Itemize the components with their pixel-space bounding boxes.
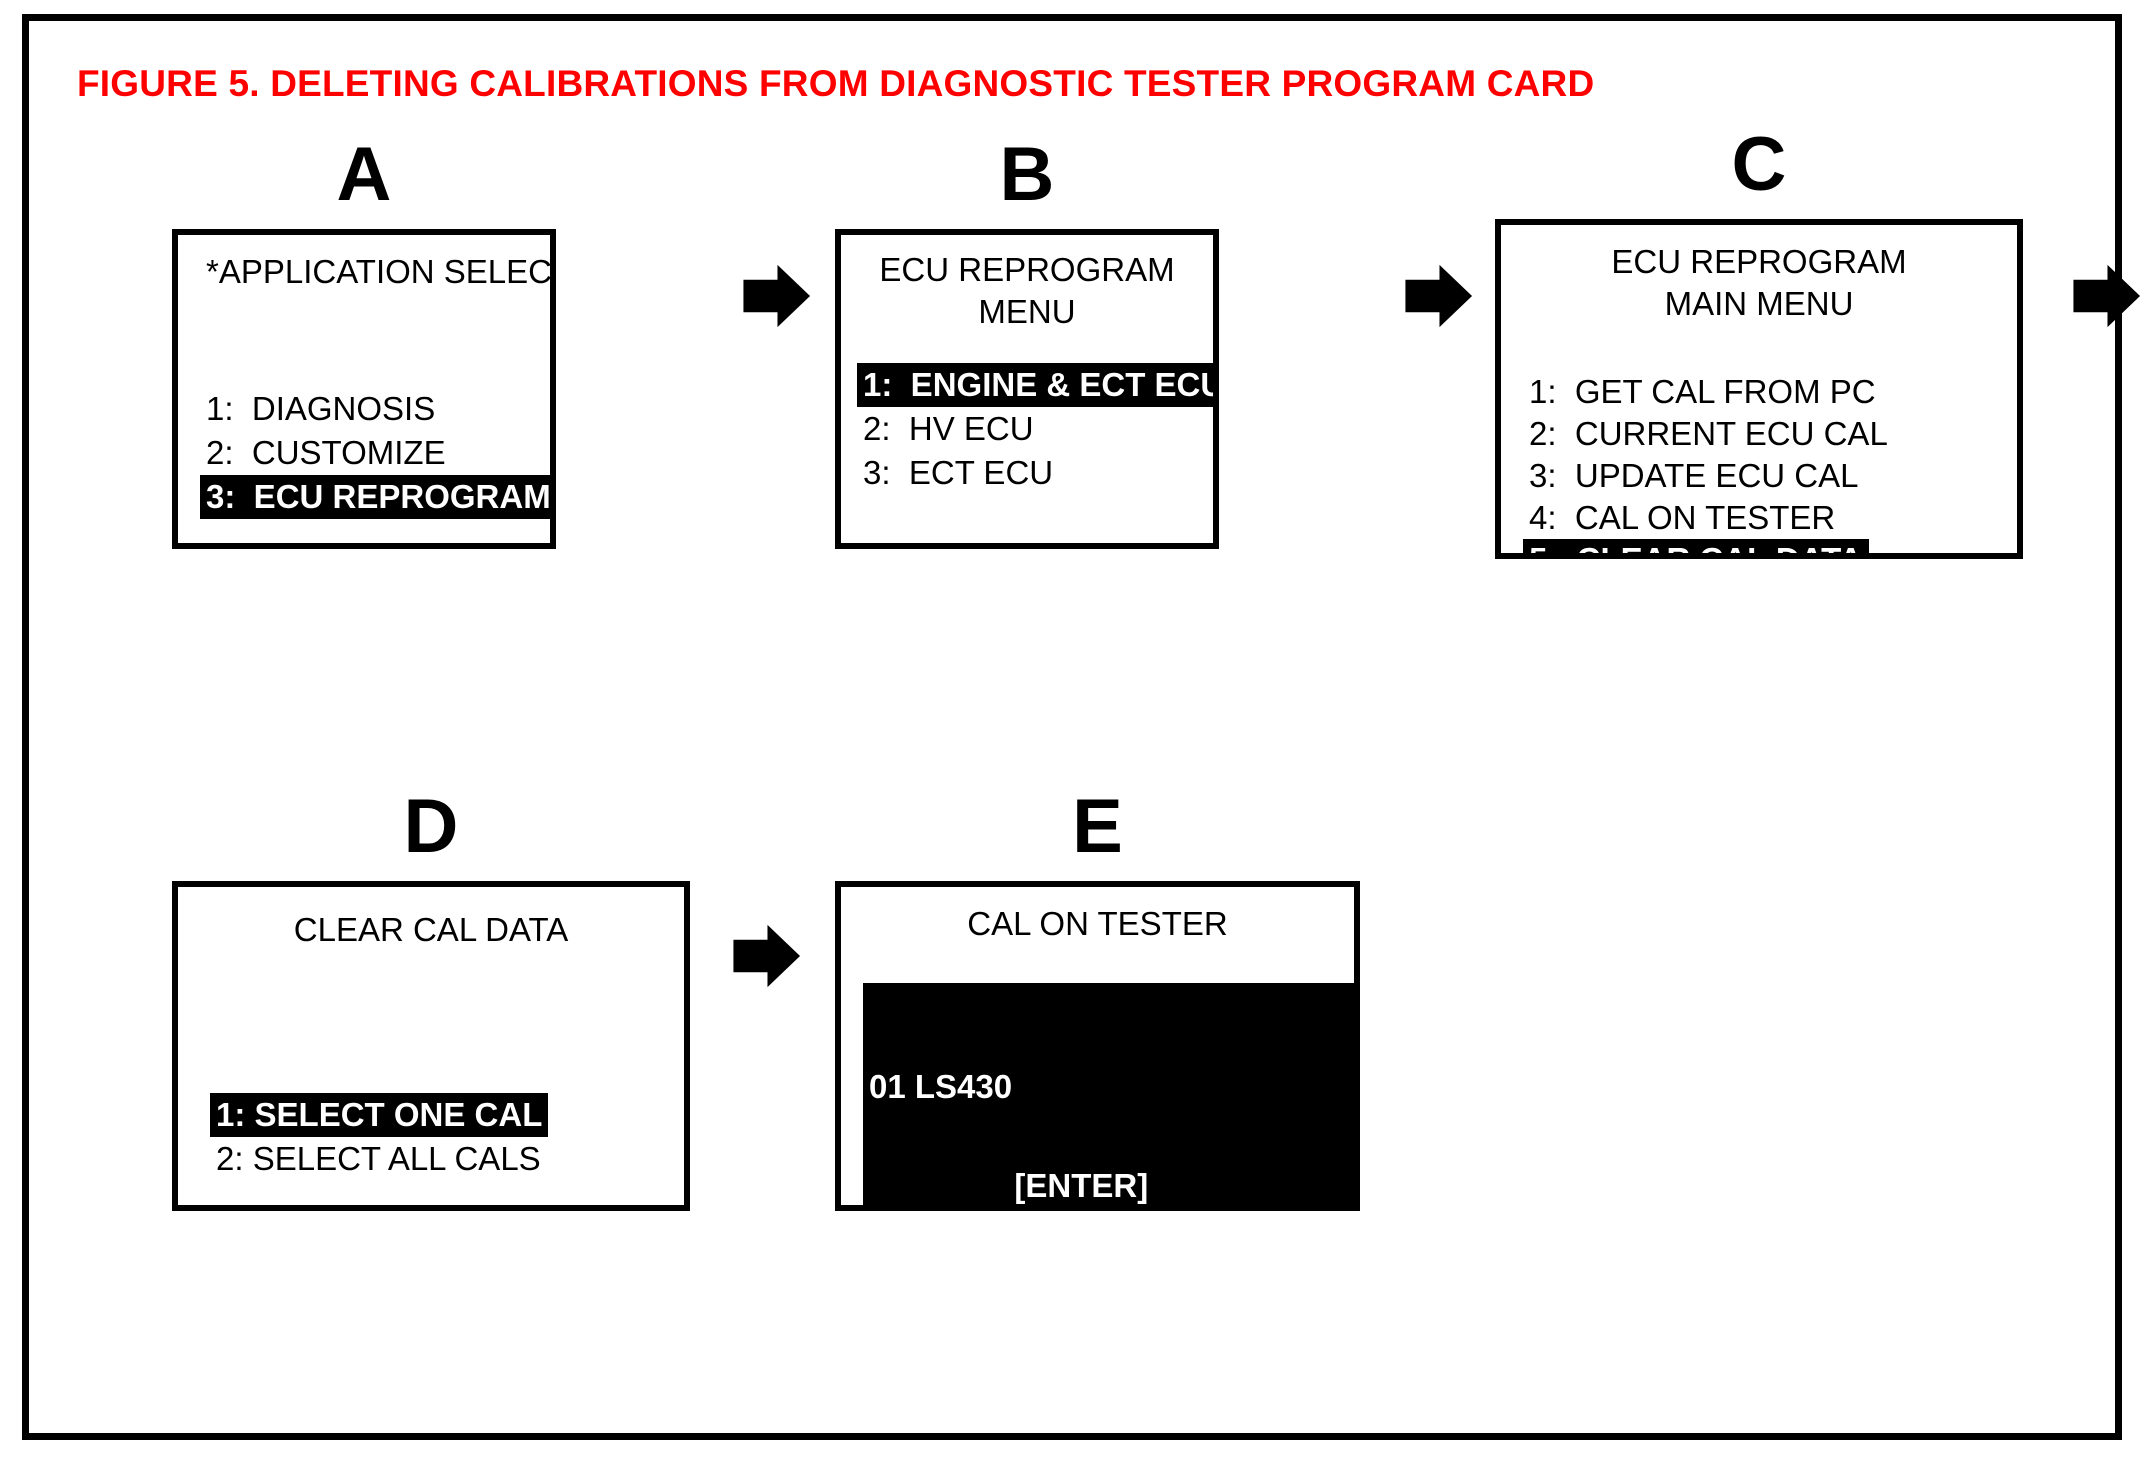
panel-c-item-3[interactable]: 3: UPDATE ECU CAL: [1529, 457, 1859, 494]
panel-d-item-1[interactable]: 1: SELECT ONE CAL: [210, 1093, 549, 1137]
panel-d: D CLEAR CAL DATA 1: SELECT ONE CAL 2: SE…: [172, 789, 690, 1211]
figure-frame: FIGURE 5. DELETING CALIBRATIONS FROM DIA…: [22, 14, 2141, 1440]
panel-b-title-line2: MENU: [978, 293, 1076, 330]
panel-e: E CAL ON TESTER 01 LS430 ATENG:3UZ-FE: [835, 789, 1360, 1211]
panel-b-title-line1: ECU REPROGRAM: [879, 251, 1175, 288]
panel-a: A *APPLICATION SELECT* 1: DIAGNOSIS 2: C…: [172, 137, 556, 549]
panel-e-letter: E: [1072, 784, 1123, 869]
panel-e-exit-key[interactable]: [EXIT]: [1049, 1208, 1141, 1211]
panel-d-menu-list: 1: SELECT ONE CAL 2: SELECT ALL CALS: [210, 1093, 549, 1181]
panel-c-item-5[interactable]: 5: CLEAR CAL DATA: [1523, 539, 1869, 553]
panel-a-title: *APPLICATION SELECT*: [206, 253, 556, 290]
panel-e-footer: [ENTER]TO SELECT [EXIT]TO RETURN: [863, 1165, 1333, 1211]
arrow-d-to-e-icon: [729, 919, 803, 993]
panel-a-item-2[interactable]: 2: CUSTOMIZE: [206, 434, 446, 471]
panel-d-item-2[interactable]: 2: SELECT ALL CALS: [216, 1140, 541, 1177]
panel-b-letter: B: [999, 132, 1055, 217]
panel-c: C ECU REPROGRAM MAIN MENU 1: GET CAL FRO…: [1495, 127, 2023, 559]
panel-e-screen: CAL ON TESTER 01 LS430 ATENG:3UZ-FE 01 G…: [835, 881, 1360, 1211]
panel-b-item-2[interactable]: 2: HV ECU: [863, 410, 1034, 447]
figure-title: FIGURE 5. DELETING CALIBRATIONS FROM DIA…: [77, 63, 1595, 104]
panel-c-menu-list: 1: GET CAL FROM PC 2: CURRENT ECU CAL 3:…: [1523, 371, 1894, 553]
panel-c-item-2[interactable]: 2: CURRENT ECU CAL: [1529, 415, 1888, 452]
panel-e-enter-key[interactable]: [ENTER]: [1012, 1166, 1151, 1205]
panel-e-enter-text: TO SELECT: [1150, 1167, 1333, 1204]
arrow-b-to-c-icon: [1401, 259, 1475, 333]
panel-c-title-line2: MAIN MENU: [1664, 285, 1854, 322]
panel-a-item-1[interactable]: 1: DIAGNOSIS: [206, 390, 436, 427]
panel-c-letter: C: [1731, 122, 1787, 207]
panel-b-screen: ECU REPROGRAM MENU 1: ENGINE & ECT ECU 2…: [835, 229, 1219, 549]
panel-d-title: CLEAR CAL DATA: [293, 911, 569, 948]
panel-c-item-4[interactable]: 4: CAL ON TESTER: [1529, 499, 1836, 536]
panel-c-title-line1: ECU REPROGRAM: [1611, 243, 1907, 280]
panel-d-letter: D: [403, 784, 459, 869]
arrow-a-to-b-icon: [739, 259, 813, 333]
panel-b-item-1[interactable]: 1: ENGINE & ECT ECU: [857, 363, 1213, 407]
panel-e-footer-line-1: [ENTER]TO SELECT: [863, 1165, 1333, 1205]
panel-e-footer-line-2: [EXIT]TO RETURN: [863, 1206, 1333, 1211]
panel-a-menu-list: 1: DIAGNOSIS 2: CUSTOMIZE 3: ECU REPROGR…: [200, 387, 550, 519]
panel-e-exit-text: TO RETURN: [1141, 1208, 1333, 1211]
panel-b-menu-list: 1: ENGINE & ECT ECU 2: HV ECU 3: ECT ECU: [857, 363, 1213, 495]
arrow-c-continue-icon: [2069, 259, 2143, 333]
panel-c-screen: ECU REPROGRAM MAIN MENU 1: GET CAL FROM …: [1495, 219, 2023, 559]
panel-e-title: CAL ON TESTER: [967, 905, 1228, 942]
panel-b: B ECU REPROGRAM MENU 1: ENGINE & ECT ECU…: [835, 137, 1219, 549]
panel-d-screen: CLEAR CAL DATA 1: SELECT ONE CAL 2: SELE…: [172, 881, 690, 1211]
panel-c-item-1[interactable]: 1: GET CAL FROM PC: [1529, 373, 1876, 410]
panel-a-letter: A: [336, 132, 392, 217]
panel-e-entry-1-model: 01 LS430: [869, 1068, 1013, 1105]
panel-a-screen: *APPLICATION SELECT* 1: DIAGNOSIS 2: CUS…: [172, 229, 556, 549]
panel-b-item-3[interactable]: 3: ECT ECU: [863, 454, 1054, 491]
panel-a-item-3[interactable]: 3: ECU REPROGRAM: [200, 475, 550, 519]
